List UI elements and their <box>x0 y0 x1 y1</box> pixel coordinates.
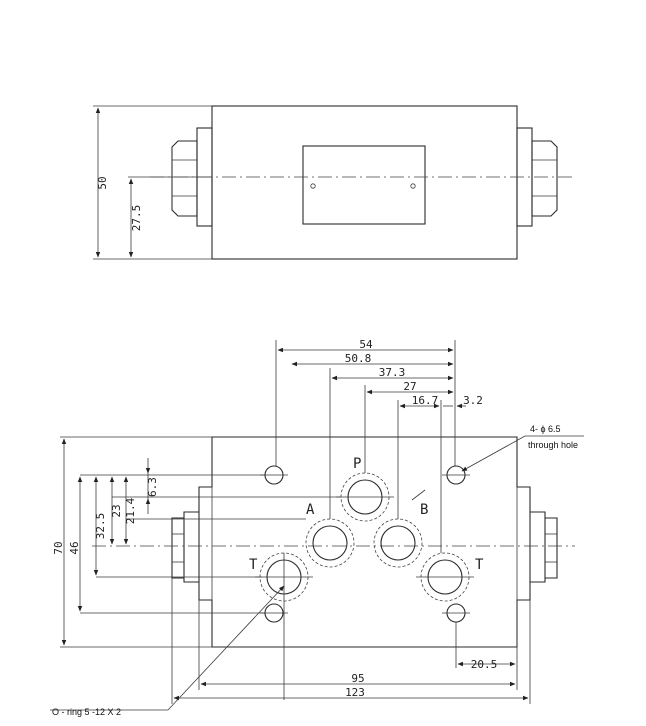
dim-123: 123 <box>345 686 365 699</box>
port-label-p: P <box>353 456 361 472</box>
dim-3-2: 3.2 <box>463 394 483 407</box>
port-t-right <box>416 552 474 602</box>
dim-16-7: 16.7 <box>412 394 439 407</box>
dim-70: 70 <box>52 541 65 554</box>
port-label-t-right: T <box>475 557 484 573</box>
dim-32-5: 32.5 <box>94 513 107 540</box>
mounting-holes <box>260 465 470 623</box>
dim-95: 95 <box>351 672 364 685</box>
dim-54: 54 <box>359 338 373 351</box>
front-body <box>198 436 531 648</box>
dim-27: 27 <box>403 380 416 393</box>
port-label-a: A <box>306 502 315 518</box>
nameplate <box>302 145 426 225</box>
dim-21-4: 21.4 <box>124 497 137 524</box>
top-body <box>211 105 518 260</box>
dim-top-height: 50 <box>96 176 109 189</box>
dim-46: 46 <box>68 541 81 554</box>
hole-note: 4- ϕ 6.5 <box>530 424 561 434</box>
front-view: P A B T T 54 50.8 37.3 27 16.7 3.2 4- ϕ … <box>50 338 584 717</box>
dim-23: 23 <box>110 504 123 517</box>
port-b <box>373 518 423 568</box>
dim-20-5: 20.5 <box>471 658 498 671</box>
hole-note-2: through hole <box>528 440 578 450</box>
dim-top-center: 27.5 <box>130 205 143 232</box>
port-label-t-left: T <box>249 557 258 573</box>
dim-50-8: 50.8 <box>345 352 372 365</box>
dim-37-3: 37.3 <box>379 366 406 379</box>
top-view: 50 27.5 <box>93 105 575 260</box>
port-a <box>305 518 355 568</box>
port-p <box>336 472 394 522</box>
oring-note: O - ring 5 -12 X 2 <box>52 707 121 717</box>
port-label-b: B <box>420 502 428 518</box>
dim-6-3: 6.3 <box>146 477 159 497</box>
